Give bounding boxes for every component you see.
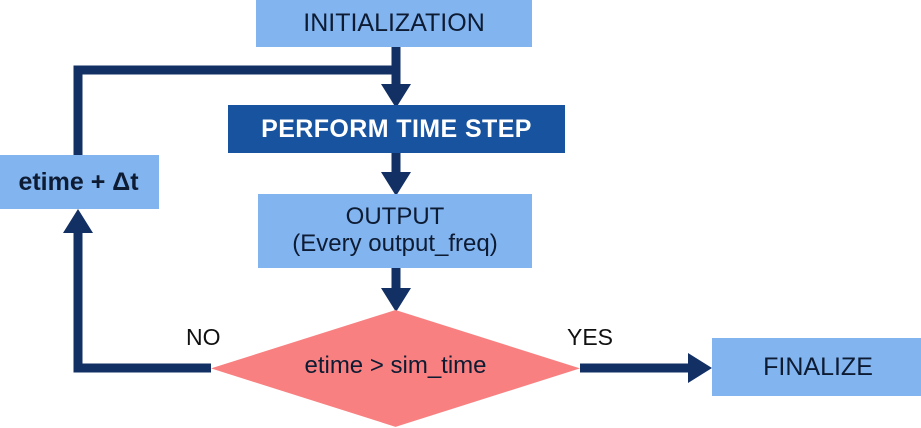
node-etime-increment[interactable]: etime + Δt — [0, 155, 159, 209]
node-decision-label: etime > sim_time — [304, 352, 487, 379]
node-perform-time-step[interactable]: PERFORM TIME STEP — [228, 105, 565, 153]
node-finalize[interactable]: FINALIZE — [712, 338, 921, 396]
node-initialization-label: INITIALIZATION — [303, 8, 485, 37]
node-decision-etime-gt-sim-time[interactable]: etime > sim_time — [211, 310, 580, 428]
edge-etime-to-perform-time-step — [73, 65, 396, 155]
node-perform-time-step-label: PERFORM TIME STEP — [261, 115, 532, 143]
node-output-label-line1: OUTPUT — [345, 203, 445, 231]
node-output-label: OUTPUT (Every output_freq) — [258, 203, 532, 258]
node-etime-increment-label: etime + Δt — [18, 168, 139, 196]
node-output-label-line2: (Every output_freq) — [292, 230, 498, 257]
node-initialization[interactable]: INITIALIZATION — [256, 0, 532, 47]
edge-label-yes: YES — [567, 324, 614, 350]
edge-output-to-decision — [381, 267, 411, 312]
node-output[interactable]: OUTPUT (Every output_freq) — [258, 194, 532, 268]
edge-decision-yes-to-finalize — [580, 353, 712, 383]
edge-perform-time-step-to-output — [381, 152, 411, 196]
edge-decision-no-to-etime — [63, 209, 211, 373]
edge-initialization-to-perform-time-step — [381, 47, 411, 108]
edge-label-no: NO — [186, 324, 221, 350]
node-finalize-label: FINALIZE — [763, 353, 873, 381]
